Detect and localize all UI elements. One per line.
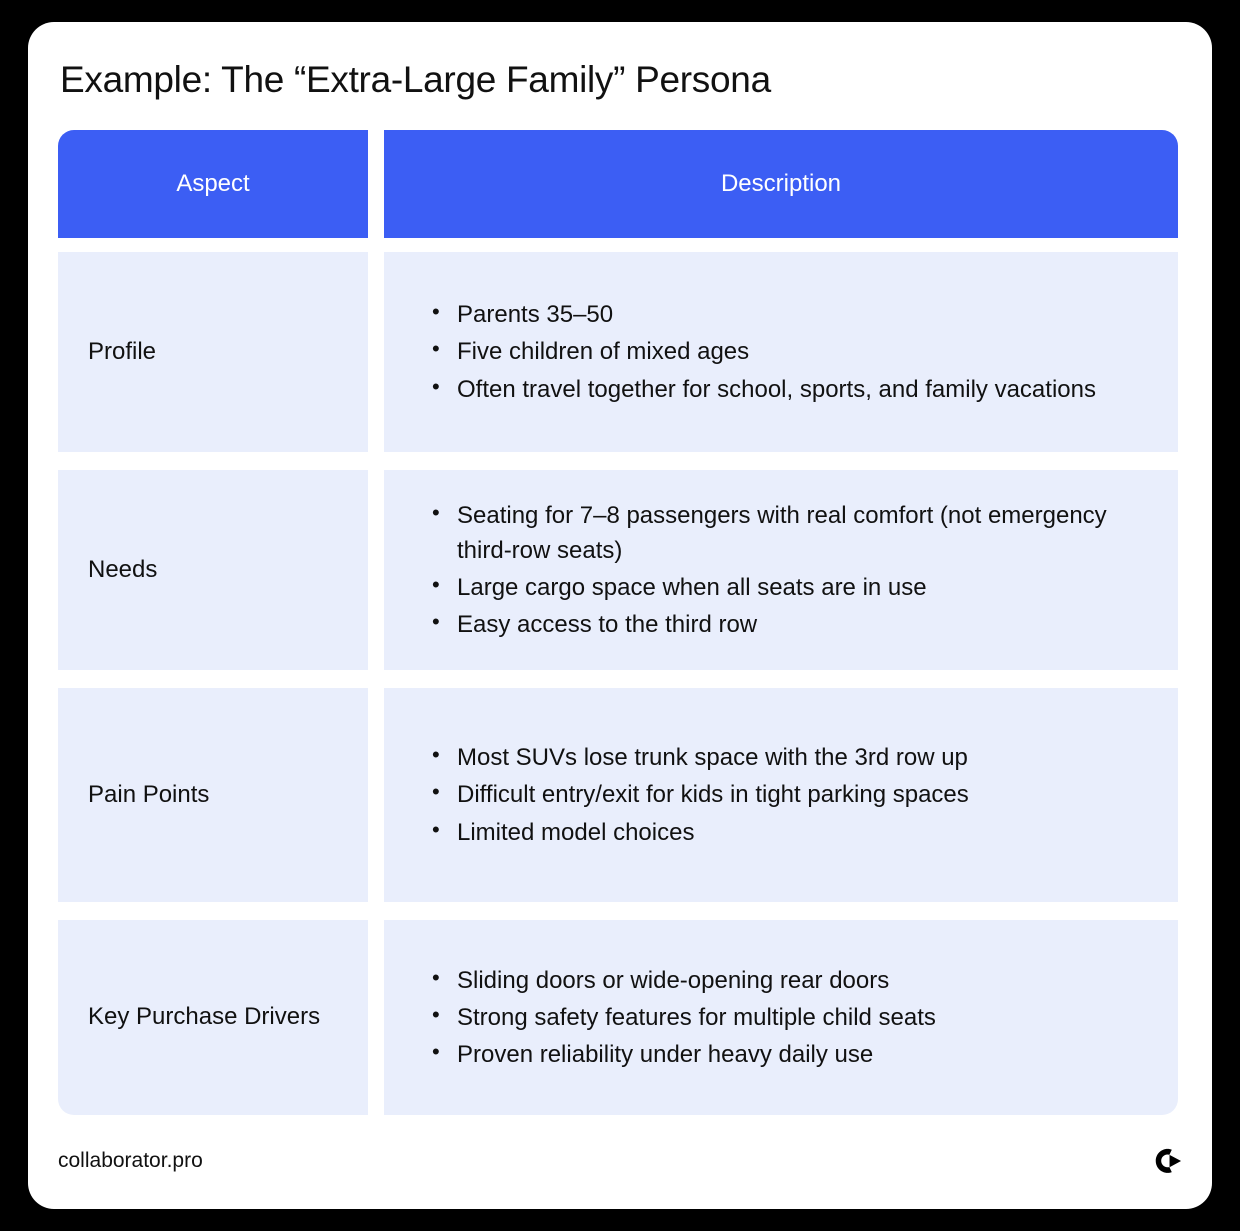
- footer-url: collaborator.pro: [58, 1149, 203, 1172]
- bullet-list: Most SUVs lose trunk space with the 3rd …: [430, 739, 1154, 850]
- list-item: Difficult entry/exit for kids in tight p…: [430, 776, 1154, 812]
- aspect-label-key-purchase-drivers: Key Purchase Drivers: [58, 920, 368, 1115]
- list-item: Often travel together for school, sports…: [430, 371, 1154, 407]
- list-item: Most SUVs lose trunk space with the 3rd …: [430, 739, 1154, 775]
- list-item: Proven reliability under heavy daily use: [430, 1036, 1154, 1072]
- collaborator-logo-icon: [1152, 1146, 1182, 1176]
- list-item: Large cargo space when all seats are in …: [430, 569, 1154, 605]
- list-item: Easy access to the third row: [430, 606, 1154, 642]
- aspect-label-profile: Profile: [58, 252, 368, 452]
- card-footer: collaborator.pro: [58, 1141, 1182, 1181]
- description-cell-key-purchase-drivers: Sliding doors or wide-opening rear doors…: [384, 920, 1178, 1115]
- list-item: Sliding doors or wide-opening rear doors: [430, 962, 1154, 998]
- table-row: Pain Points Most SUVs lose trunk space w…: [58, 688, 1178, 902]
- list-item: Parents 35–50: [430, 296, 1154, 332]
- description-cell-needs: Seating for 7–8 passengers with real com…: [384, 470, 1178, 670]
- table-header-row: Aspect Description: [58, 130, 1178, 238]
- column-header-description: Description: [384, 130, 1178, 238]
- aspect-label-needs: Needs: [58, 470, 368, 670]
- table-row: Key Purchase Drivers Sliding doors or wi…: [58, 920, 1178, 1115]
- table-row: Profile Parents 35–50 Five children of m…: [58, 252, 1178, 452]
- page-title: Example: The “Extra-Large Family” Person…: [60, 59, 771, 100]
- column-header-aspect: Aspect: [58, 130, 368, 238]
- list-item: Strong safety features for multiple chil…: [430, 999, 1154, 1035]
- bullet-list: Seating for 7–8 passengers with real com…: [430, 497, 1154, 642]
- persona-table: Aspect Description Profile Parents 35–50…: [58, 130, 1178, 1115]
- description-cell-pain-points: Most SUVs lose trunk space with the 3rd …: [384, 688, 1178, 902]
- aspect-label-pain-points: Pain Points: [58, 688, 368, 902]
- table-row: Needs Seating for 7–8 passengers with re…: [58, 470, 1178, 670]
- list-item: Seating for 7–8 passengers with real com…: [430, 497, 1154, 568]
- list-item: Limited model choices: [430, 814, 1154, 850]
- bullet-list: Sliding doors or wide-opening rear doors…: [430, 962, 1154, 1072]
- list-item: Five children of mixed ages: [430, 333, 1154, 369]
- description-cell-profile: Parents 35–50 Five children of mixed age…: [384, 252, 1178, 452]
- bullet-list: Parents 35–50 Five children of mixed age…: [430, 296, 1154, 407]
- content-card: Example: The “Extra-Large Family” Person…: [28, 22, 1212, 1209]
